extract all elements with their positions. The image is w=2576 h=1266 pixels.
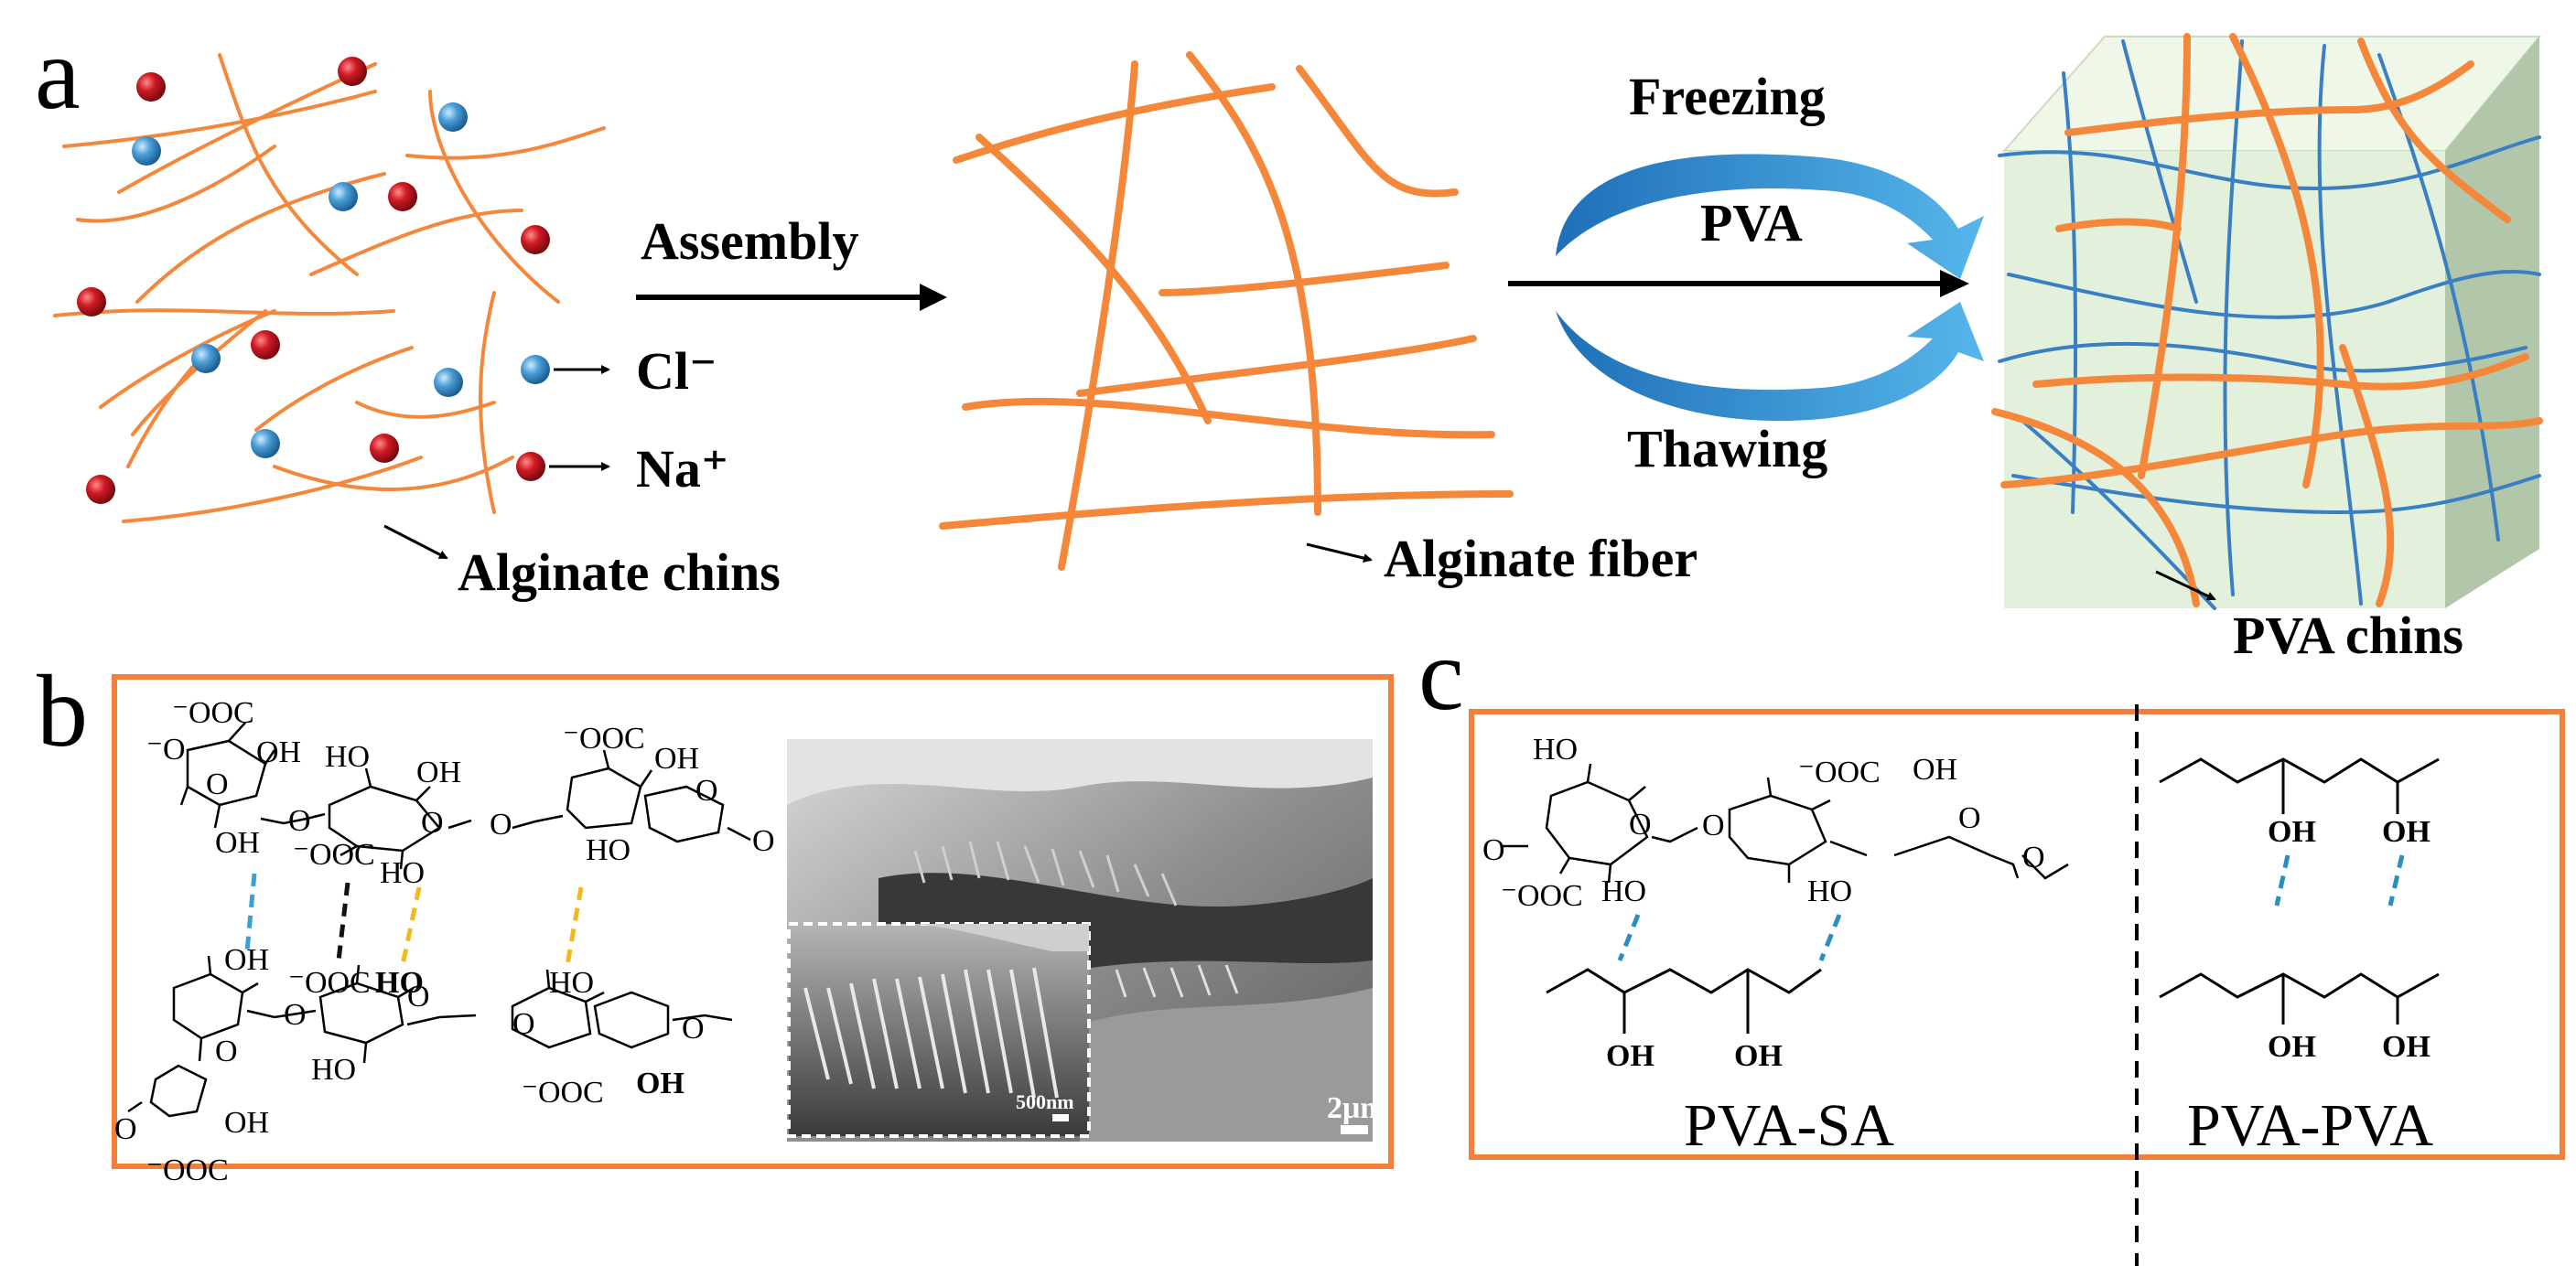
c-hbonds-pva (2274, 854, 2405, 907)
sem-scale-bar-main: 2μm (1327, 1091, 1386, 1125)
na-legend-label: Na⁺ (636, 439, 729, 499)
freezing-label: Freezing (1629, 67, 1826, 126)
c-hbonds-sa (1617, 914, 1842, 961)
c-o-link-1: O (1702, 809, 1725, 842)
b-o-end: O (114, 1112, 137, 1146)
b-o-link-4: O (284, 998, 307, 1032)
pva-sa-label: PVA-SA (1684, 1092, 1894, 1159)
alginate-structure-top (179, 722, 751, 870)
thawing-arrow (1556, 302, 1984, 422)
alginate-chains-pointer (383, 524, 448, 560)
b-o-ring-1: O (206, 767, 229, 801)
sodium-ions (77, 57, 550, 504)
pva-label: PVA (1700, 193, 1803, 252)
b-ooc-1: ⁻OOC (172, 696, 254, 730)
b-oh-3: OH (416, 756, 461, 789)
sem-scale-bar-inset: 500nm (1016, 1090, 1074, 1113)
pva-arrow-head (1940, 270, 1969, 297)
c-pvapva-oh-1: OH (2268, 815, 2316, 849)
b-oh-2: OH (215, 826, 260, 860)
pva-chains-pointer (2155, 570, 2216, 601)
b-o-ring-5: O (682, 1012, 705, 1046)
c-pva-oh-1: OH (1606, 1039, 1654, 1073)
b-ooc-4: ⁻OOC (288, 966, 371, 1000)
c-pvapva-oh-2: OH (2382, 815, 2430, 849)
alginate-chains-label: Alginate chins (458, 542, 781, 602)
assembly-arrow-head (920, 284, 947, 311)
b-ho-4: HO (311, 1053, 356, 1087)
panel-b-letter: b (37, 655, 88, 768)
alginate-fibers-in-gel (1991, 33, 2543, 607)
c-o-link-2: O (2022, 841, 2045, 874)
pva-chains-label: PVA chins (2233, 606, 2463, 665)
panel-a-letter: a (35, 17, 81, 131)
chloride-ions (132, 102, 550, 458)
c-oh-1: OH (1913, 753, 1957, 787)
freezing-arrow (1556, 154, 1984, 279)
c-pva-oh-2: OH (1734, 1039, 1783, 1073)
b-o-link-5: O (512, 1007, 535, 1041)
b-o-link-2: O (490, 808, 512, 842)
b-hydrogen-bonds (244, 873, 584, 966)
panel-b-frame (112, 674, 1394, 1169)
alginate-structure-bottom (127, 955, 733, 1118)
c-pvapva-oh-4: OH (2382, 1030, 2430, 1064)
c-sa-structure (1501, 763, 2069, 884)
b-oh-6: OH (224, 1106, 269, 1140)
b-ooc-6: ⁻OOC (146, 1153, 229, 1187)
panel-c-frame (1469, 709, 2565, 1160)
b-ho-5: HO (549, 966, 594, 1000)
b-oh-4: OH (654, 742, 699, 776)
alginate-fiber-label: Alginate fiber (1384, 529, 1698, 588)
c-o-ring-1: O (1629, 808, 1652, 842)
c-ho-1: HO (1533, 733, 1578, 767)
pva-chain-network (1998, 39, 2541, 610)
b-oh-bold-1: OH (636, 1067, 684, 1100)
b-oh-1: OH (256, 735, 301, 769)
c-ooc-1: ⁻OOC (1501, 879, 1583, 913)
b-o-ring-3: O (695, 774, 718, 808)
assembly-label: Assembly (641, 211, 858, 271)
alginate-chains (53, 53, 606, 523)
c-pva-pva-structure (2159, 757, 2440, 1025)
c-ho-2: HO (1601, 874, 1646, 908)
c-ho-3: HO (1807, 874, 1852, 908)
pva-pva-label: PVA-PVA (2187, 1092, 2433, 1159)
panel-c-letter: c (1418, 618, 1464, 732)
b-o-ring-2: O (421, 806, 444, 840)
thawing-label: Thawing (1627, 419, 1827, 478)
alginate-fiber-pointer (1306, 542, 1373, 563)
b-ho-1: HO (325, 740, 370, 774)
c-o-start: O (1482, 833, 1505, 867)
b-o-link-1: O (288, 804, 311, 838)
c-o-ring-2: O (1958, 801, 1981, 835)
b-ooc-5: ⁻OOC (522, 1076, 604, 1110)
b-ooc-3: ⁻OOC (563, 722, 645, 756)
b-o-minus-1: ⁻O (146, 733, 186, 767)
alginate-fiber-network (939, 51, 1514, 571)
c-pvapva-oh-3: OH (2268, 1030, 2316, 1064)
c-pva-chain-sa (1546, 968, 1822, 1034)
sem-inset: 500nm (787, 922, 1091, 1138)
b-ho-2: HO (380, 856, 425, 890)
b-ho-bold-1: HO (375, 966, 424, 1000)
cl-legend-label: Cl⁻ (636, 341, 717, 401)
b-o-ring-6: O (215, 1035, 238, 1068)
b-o-link-3: O (752, 824, 775, 858)
b-ooc-2: ⁻OOC (293, 838, 375, 872)
b-ho-3: HO (586, 833, 631, 867)
b-o-ring-4: O (407, 980, 430, 1014)
c-ooc-2: ⁻OOC (1798, 756, 1881, 789)
